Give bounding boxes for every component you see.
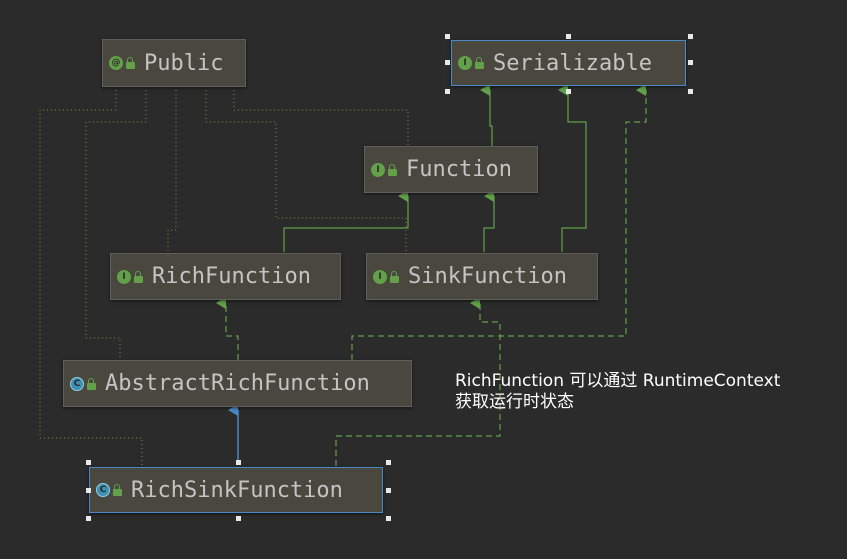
resize-handle[interactable]	[386, 488, 391, 493]
edge-public-richsinkfunction	[39, 86, 143, 466]
resize-handle[interactable]	[688, 89, 693, 94]
resize-handle[interactable]	[86, 516, 91, 521]
node-label: RichFunction	[152, 264, 311, 289]
edge-abstractrichfunction-serializable	[351, 84, 647, 360]
node-sinkfunction[interactable]: I SinkFunction	[366, 253, 598, 300]
resize-handle[interactable]	[386, 460, 391, 465]
note-line-1: RichFunction 可以通过 RuntimeContext	[455, 371, 781, 391]
resize-handle[interactable]	[236, 460, 241, 465]
node-richfunction[interactable]: I RichFunction	[110, 253, 341, 300]
interface-icon: I	[117, 269, 131, 284]
node-label: Serializable	[493, 50, 652, 76]
node-function[interactable]: I Function	[364, 146, 538, 193]
node-label: Public	[144, 50, 224, 76]
public-visibility-icon	[134, 270, 144, 283]
edge-sinkfunction-serializable	[558, 84, 587, 252]
interface-icon: I	[371, 162, 385, 177]
node-abstractrichfunction[interactable]: C AbstractRichFunction	[63, 360, 412, 407]
annotation-edges	[39, 86, 409, 466]
node-serializable[interactable]: I Serializable	[451, 40, 686, 86]
implements-edges	[216, 84, 647, 466]
resize-handle[interactable]	[445, 60, 450, 65]
extends-edges	[283, 84, 587, 252]
resize-handle[interactable]	[86, 488, 91, 493]
node-label: SinkFunction	[408, 264, 567, 289]
node-richsinkfunction[interactable]: C RichSinkFunction	[89, 467, 383, 513]
node-label: RichSinkFunction	[131, 477, 343, 503]
note-line-2: 获取运行时状态	[455, 392, 574, 412]
public-visibility-icon	[113, 484, 123, 496]
interface-icon: I	[373, 269, 387, 284]
edge-public-richfunction	[167, 86, 177, 252]
annotation-type-icon: @	[109, 56, 123, 70]
node-label: AbstractRichFunction	[105, 371, 370, 396]
edge-sinkfunction-function	[483, 190, 495, 252]
edge-richsinkfunction-sinkfunction	[335, 297, 501, 466]
edge-public-function	[233, 86, 409, 146]
node-label: Function	[406, 157, 512, 182]
class-icon: C	[96, 483, 110, 497]
public-visibility-icon	[87, 377, 97, 390]
node-public[interactable]: @ Public	[102, 39, 246, 87]
class-icon: C	[70, 376, 84, 391]
edge-function-serializable	[480, 84, 493, 146]
edge-abstractrichfunction-richfunction	[216, 297, 239, 360]
resize-handle[interactable]	[566, 89, 571, 94]
resize-handle[interactable]	[445, 89, 450, 94]
resize-handle[interactable]	[688, 34, 693, 39]
public-visibility-icon	[390, 270, 400, 283]
edge-public-abstractrichfunction	[85, 86, 147, 360]
resize-handle[interactable]	[386, 516, 391, 521]
interface-icon: I	[458, 56, 472, 70]
resize-handle[interactable]	[688, 60, 693, 65]
resize-handle[interactable]	[86, 460, 91, 465]
diagram-note: RichFunction 可以通过 RuntimeContext 获取运行时状态	[455, 371, 780, 413]
edge-richfunction-function	[283, 190, 409, 252]
public-visibility-icon	[126, 57, 136, 69]
public-visibility-icon	[475, 57, 485, 69]
public-visibility-icon	[388, 163, 398, 176]
resize-handle[interactable]	[566, 34, 571, 39]
resize-handle[interactable]	[445, 34, 450, 39]
resize-handle[interactable]	[236, 516, 241, 521]
